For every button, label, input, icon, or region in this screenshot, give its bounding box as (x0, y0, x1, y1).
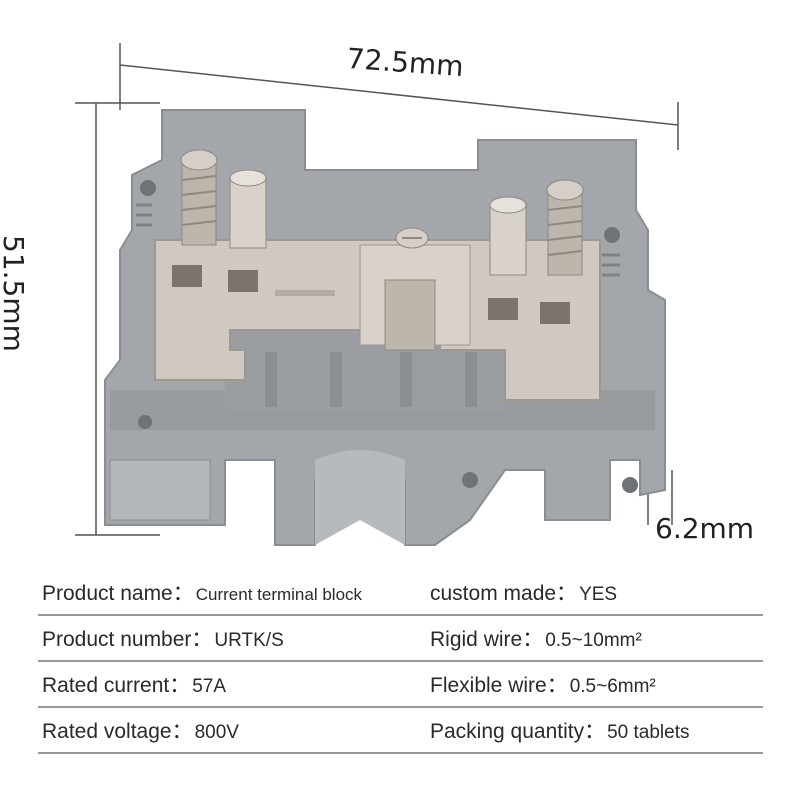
flexible-wire-value: 0.5~6mm² (569, 676, 656, 697)
product-name-label: Product name： (42, 582, 194, 605)
packing-quantity-value: 50 tablets (607, 722, 690, 743)
terminal-block-drawing (75, 43, 679, 546)
rated-voltage-value: 800V (194, 722, 239, 743)
screws (180, 149, 584, 276)
rigid-wire-label: Rigid wire： (430, 628, 544, 651)
depth-dimension: 6.2mm (655, 512, 755, 545)
custom-made-label: custom made： (430, 582, 578, 605)
rated-current-label: Rated current： (42, 674, 191, 697)
spec-row: Product number： URTK/S Rigid wire： 0.5~1… (38, 616, 763, 662)
product-figure: 72.5mm 51.5mm 6.2mm (0, 42, 755, 546)
rigid-wire-value: 0.5~10mm² (545, 630, 642, 651)
rated-voltage-label: Rated voltage： (42, 720, 193, 743)
height-dimension: 51.5mm (0, 235, 30, 352)
packing-quantity-label: Packing quantity： (430, 720, 606, 743)
metal-clamp (154, 239, 601, 401)
flexible-wire-label: Flexible wire： (430, 674, 568, 697)
spec-row: Rated current： 57A Flexible wire： 0.5~6m… (38, 662, 763, 708)
product-number-value: URTK/S (214, 630, 284, 651)
spec-row: Product name： Current terminal block cus… (38, 570, 763, 616)
dimension-lines (75, 43, 679, 536)
rated-current-value: 57A (192, 676, 227, 697)
spec-table: Product name： Current terminal block cus… (38, 570, 763, 754)
spec-row: Rated voltage： 800V Packing quantity： 50… (38, 708, 763, 754)
product-name-value: Current terminal block (195, 585, 363, 604)
custom-made-value: YES (579, 584, 618, 605)
product-number-label: Product number： (42, 628, 213, 651)
